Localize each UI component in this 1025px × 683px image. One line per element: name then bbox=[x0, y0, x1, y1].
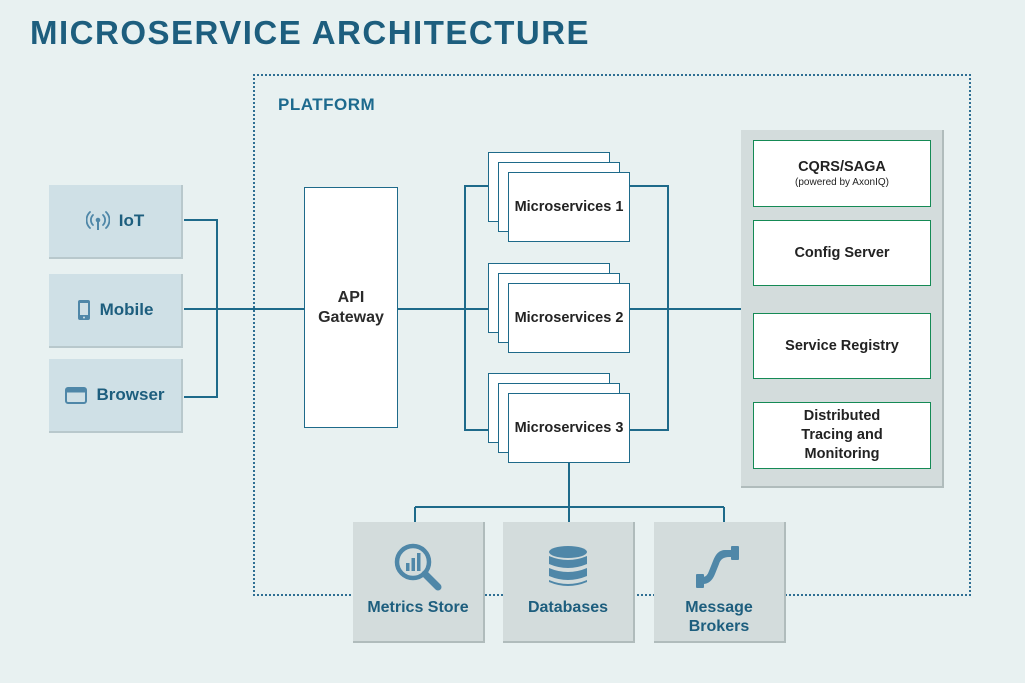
databases-label: Databases bbox=[527, 599, 609, 616]
gateway-label-line2: Gateway bbox=[318, 308, 384, 326]
microservices-3-stack: Microservices 3 bbox=[488, 373, 630, 463]
config-server-label: Config Server bbox=[794, 244, 890, 261]
message-brokers-label: Message Brokers bbox=[685, 599, 753, 635]
distributed-tracing-box: Distributed Tracing and Monitoring bbox=[753, 402, 931, 469]
client-label: Mobile bbox=[99, 300, 154, 319]
client-label: Browser bbox=[96, 385, 165, 404]
service-registry-label: Service Registry bbox=[785, 337, 899, 354]
client-mobile: Mobile bbox=[49, 274, 183, 348]
cqrs-saga-label: CQRS/SAGA bbox=[798, 159, 886, 175]
microservices-3-card: Microservices 3 bbox=[508, 393, 630, 463]
microservices-2-card: Microservices 2 bbox=[508, 283, 630, 353]
microservices-1-card: Microservices 1 bbox=[508, 172, 630, 242]
mobile-phone-icon bbox=[77, 300, 90, 320]
page-title: MICROSERVICE ARCHITECTURE bbox=[30, 14, 591, 51]
browser-window-icon bbox=[65, 386, 88, 404]
magnifier-chart-icon bbox=[394, 543, 442, 591]
client-iot: IoT bbox=[49, 185, 183, 259]
platform-label: PLATFORM bbox=[278, 95, 376, 114]
cqrs-saga-sublabel: (powered by AxonIQ) bbox=[795, 177, 889, 188]
microservices-2-stack: Microservices 2 bbox=[488, 263, 630, 353]
metrics-store-label: Metrics Store bbox=[367, 599, 469, 616]
databases: Databases bbox=[503, 522, 635, 643]
gateway-label-line1: API bbox=[337, 288, 365, 306]
antenna-signal-icon bbox=[85, 211, 110, 230]
database-icon bbox=[549, 546, 587, 586]
distributed-tracing-label: Distributed Tracing and Monitoring bbox=[801, 408, 883, 462]
microservices-1-stack: Microservices 1 bbox=[488, 152, 630, 242]
api-gateway: API Gateway bbox=[304, 187, 398, 428]
message-brokers: Message Brokers bbox=[654, 522, 786, 643]
pipe-icon bbox=[696, 546, 739, 588]
metrics-store: Metrics Store bbox=[353, 522, 485, 643]
cqrs-saga-box: CQRS/SAGA (powered by AxonIQ) bbox=[753, 140, 931, 207]
service-registry-box: Service Registry bbox=[753, 313, 931, 379]
config-server-box: Config Server bbox=[753, 220, 931, 286]
client-label: IoT bbox=[118, 211, 145, 230]
client-browser: Browser bbox=[49, 359, 183, 433]
